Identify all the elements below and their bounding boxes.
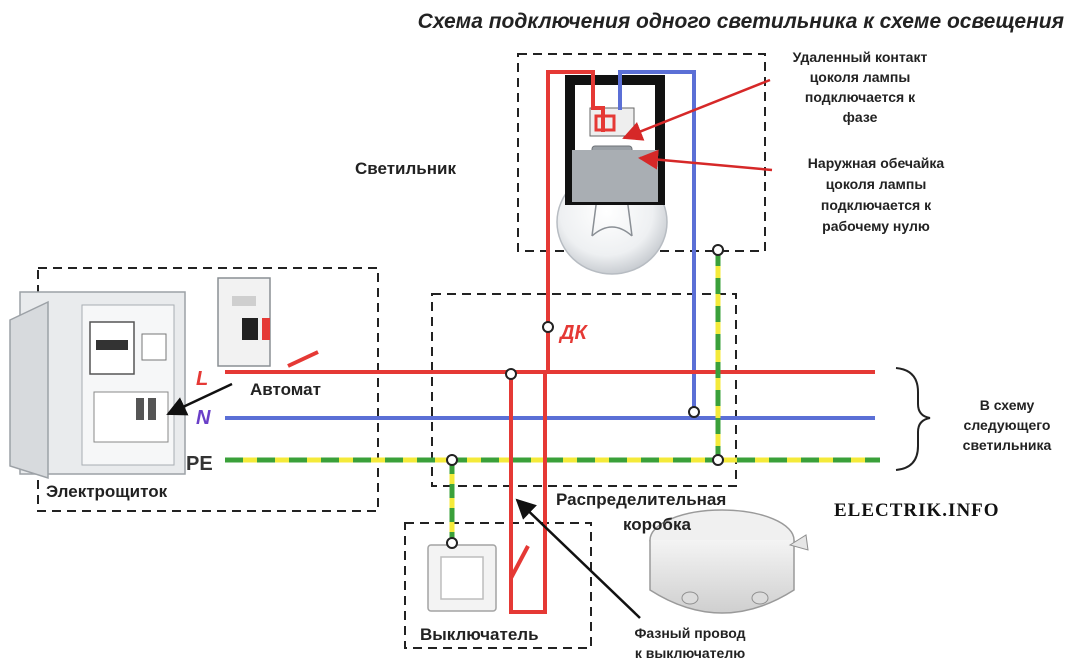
note-remote-contact: Удаленный контакт цоколя лампы подключае…: [793, 49, 928, 125]
wire-label-L: L: [196, 368, 208, 390]
next-lamp-brace: [895, 367, 931, 471]
wire-label-PE: PE: [186, 453, 213, 475]
switch-label: Выключатель: [420, 625, 539, 644]
socket-phase-contact: [594, 114, 616, 132]
node-switch: [446, 537, 458, 549]
note-line: подключается к: [805, 89, 916, 105]
dk-label: ДК: [558, 322, 588, 344]
lamp-label: Светильник: [355, 159, 456, 178]
node-phase-split: [505, 368, 517, 380]
note-line: светильника: [963, 437, 1052, 453]
node-neutral-lamp: [688, 406, 700, 418]
note-line: Удаленный контакт: [793, 49, 928, 65]
arrow-panel: [166, 382, 233, 416]
note-line: Фазный провод: [634, 625, 745, 641]
note-line: рабочему нулю: [822, 218, 930, 234]
junction-box-label-2: коробка: [623, 515, 691, 534]
phase-wire-to-lamp: [546, 70, 605, 372]
note-next-lamp: В схему следующего светильника: [963, 397, 1052, 453]
node-pe-switch: [446, 454, 458, 466]
junction-box-illustration: [649, 509, 809, 614]
wire-label-N: N: [196, 407, 211, 429]
note-line: следующего: [964, 417, 1051, 433]
node-dk: [542, 321, 554, 333]
electrical-panel-illustration: [9, 291, 186, 480]
brand-label: ELECTRIK.INFO: [834, 500, 1000, 521]
note-line: цоколя лампы: [810, 69, 911, 85]
bus-wires: [225, 370, 880, 463]
lamp-wiring: [546, 70, 696, 412]
phase-to-switch: [509, 372, 547, 614]
breaker-contact: [287, 350, 319, 368]
arrow-outer-shell: [638, 149, 773, 172]
note-outer-shell: Наружная обечайка цоколя лампы подключае…: [808, 155, 945, 234]
panel-box: [37, 267, 379, 512]
breaker-label: Автомат: [250, 380, 321, 399]
switch-contact-blade: [509, 545, 530, 579]
arrow-remote-contact: [622, 78, 771, 141]
switch-illustration: [427, 544, 497, 612]
junction-box-area: [431, 293, 737, 487]
note-line: к выключателю: [635, 645, 745, 661]
circuit-breaker-illustration: [217, 277, 271, 367]
arrow-phase-wire: [515, 498, 641, 619]
panel-label: Электрощиток: [46, 482, 168, 501]
switch-box: [404, 522, 592, 649]
neutral-wire-to-lamp: [618, 70, 696, 412]
note-line: фазе: [843, 109, 878, 125]
note-line: цоколя лампы: [826, 176, 927, 192]
note-line: Наружная обечайка: [808, 155, 945, 171]
page-title: Схема подключения одного светильника к с…: [418, 10, 1064, 33]
note-line: В схему: [980, 397, 1035, 413]
node-pe-lamp: [712, 454, 724, 466]
junction-box-label-1: Распределительная: [556, 490, 726, 509]
note-phase-wire: Фазный провод к выключателю: [634, 625, 745, 661]
lamp-box: [517, 53, 766, 252]
lamp-illustration: [556, 75, 668, 275]
node-pe-lamp-top: [712, 244, 724, 256]
note-line: подключается к: [821, 197, 932, 213]
